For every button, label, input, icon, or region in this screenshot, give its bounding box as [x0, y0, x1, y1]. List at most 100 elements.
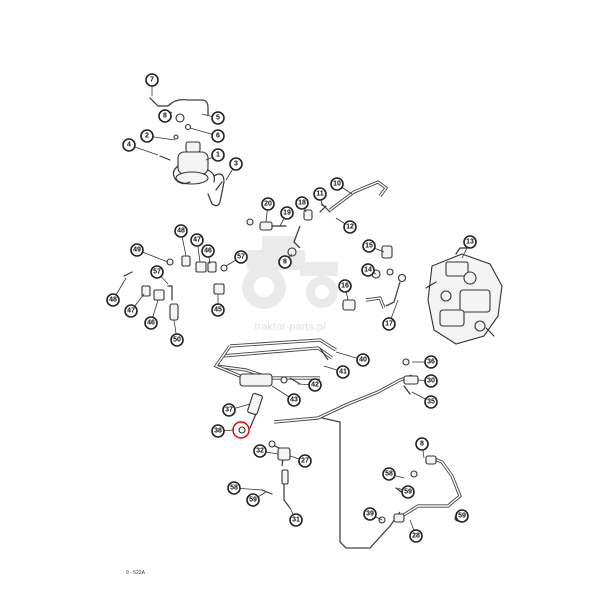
callout-number: 5: [216, 115, 220, 122]
callout-18: 18: [295, 196, 309, 213]
callout-49: 49: [130, 243, 169, 263]
callout-46: 46: [201, 244, 215, 265]
callout-number: 15: [365, 243, 373, 250]
callout-circle: [424, 374, 438, 388]
callout-number: 32: [256, 448, 264, 455]
callout-number: 31: [292, 517, 300, 524]
callout-20: 20: [261, 197, 275, 223]
callout-28: 28: [409, 519, 423, 543]
callout-number: 47: [193, 237, 201, 244]
callout-circle: [124, 304, 138, 318]
callout-number: 8: [283, 259, 287, 266]
callout-number: 19: [283, 210, 291, 217]
callout-circle: [211, 148, 225, 162]
callout-number: 39: [366, 511, 374, 518]
callout-number: 36: [427, 359, 435, 366]
callout-17: 17: [382, 299, 399, 331]
callout-59: 59: [455, 509, 469, 523]
callout-8: 8: [415, 437, 429, 459]
callout-6: 6: [189, 127, 225, 143]
callout-circle: [190, 233, 204, 247]
callout-number: 28: [412, 533, 420, 540]
callout-59: 59: [246, 491, 267, 507]
callout-45: 45: [211, 294, 225, 317]
callout-number: 18: [298, 200, 306, 207]
callout-number: 8: [163, 113, 167, 120]
callout-number: 38: [214, 428, 222, 435]
callout-number: 4: [127, 142, 131, 149]
callout-circle: [174, 224, 188, 238]
callout-32: 32: [253, 444, 279, 458]
callout-circle: [211, 424, 225, 438]
callout-circle: [261, 197, 275, 211]
callout-circle: [201, 244, 215, 258]
callout-circle: [409, 529, 423, 543]
callout-number: 57: [237, 254, 245, 261]
callout-number: 1: [216, 152, 220, 159]
callout-number: 37: [225, 407, 233, 414]
callout-38: 38: [211, 424, 235, 438]
callout-7: 7: [145, 73, 159, 96]
callout-circle: [343, 220, 357, 234]
callout-circle: [253, 444, 267, 458]
callout-50: 50: [170, 319, 184, 347]
callout-39: 39: [363, 507, 383, 521]
watermark-text: traktor-parts.pl: [255, 321, 326, 333]
callout-number: 10: [333, 181, 341, 188]
callout-circle: [278, 255, 292, 269]
callout-8: 8: [158, 109, 173, 123]
callout-circle: [106, 293, 120, 307]
callout-59: 59: [397, 485, 415, 499]
callout-58: 58: [382, 467, 405, 481]
callout-circle: [130, 243, 144, 257]
callout-circle: [336, 365, 350, 379]
callout-35: 35: [411, 391, 438, 409]
lift-pump-group: [149, 97, 225, 207]
callout-11: 11: [313, 187, 327, 207]
callout-circle: [415, 437, 429, 451]
callout-number: 12: [346, 224, 354, 231]
callout-circle: [382, 467, 396, 481]
callout-circle: [287, 393, 301, 407]
callout-circle: [211, 111, 225, 125]
callout-circle: [122, 138, 136, 152]
callout-46: 46: [144, 299, 159, 330]
callout-number: 45: [214, 307, 222, 314]
callout-number: 58: [230, 485, 238, 492]
callout-circle: [227, 481, 241, 495]
callout-27: 27: [289, 454, 312, 468]
callout-16: 16: [338, 279, 352, 301]
injector-assembly: [232, 392, 263, 439]
callout-circle: [222, 403, 236, 417]
callout-42: 42: [297, 378, 322, 392]
callout-circle: [382, 317, 396, 331]
callout-number: 48: [177, 228, 185, 235]
callout-number: 27: [301, 458, 309, 465]
callout-circle: [150, 265, 164, 279]
fuel-line-28: [378, 455, 462, 524]
callout-circle: [362, 239, 376, 253]
callout-circle: [356, 353, 370, 367]
callout-57: 57: [225, 250, 248, 267]
callout-number: 49: [133, 247, 141, 254]
callout-43: 43: [271, 385, 301, 407]
callout-57: 57: [150, 265, 169, 285]
callout-number: 30: [427, 378, 435, 385]
callout-number: 6: [216, 133, 220, 140]
callout-number: 59: [458, 513, 466, 520]
callout-circle: [170, 333, 184, 347]
callout-number: 47: [127, 308, 135, 315]
injection-pump: [425, 247, 503, 345]
callout-58: 58: [227, 481, 263, 495]
callout-15: 15: [362, 239, 385, 253]
callout-number: 58: [385, 471, 393, 478]
callout-12: 12: [335, 217, 357, 234]
callout-circle: [463, 235, 477, 249]
callout-number: 46: [147, 320, 155, 327]
callout-30: 30: [417, 374, 438, 388]
callout-48: 48: [106, 277, 127, 307]
callout-48: 48: [174, 224, 188, 257]
callout-circle: [144, 316, 158, 330]
callout-2: 2: [140, 129, 176, 143]
